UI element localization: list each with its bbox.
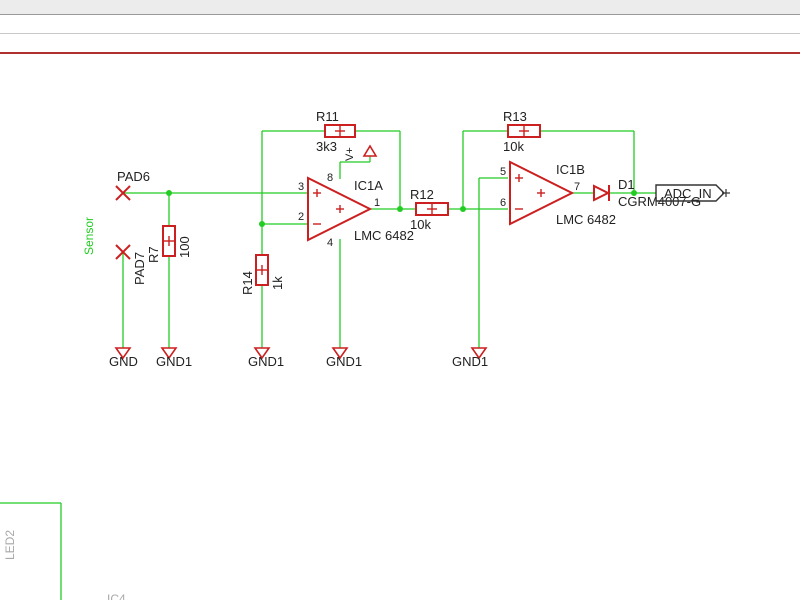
r14-value: 1k <box>270 276 285 290</box>
resistor-r12[interactable] <box>415 202 449 216</box>
ic1a-pin4: 4 <box>327 237 333 249</box>
ground-symbol-ic1a[interactable] <box>331 347 349 360</box>
diode-d1[interactable] <box>593 184 611 202</box>
resistor-r14[interactable] <box>255 254 269 286</box>
wires <box>0 130 656 600</box>
ground-symbol-gnd[interactable] <box>114 347 132 360</box>
pad7-label: PAD7 <box>132 252 147 285</box>
gnd1-label-ic1a: GND1 <box>326 354 362 369</box>
ic1a-name: IC1A <box>354 178 383 193</box>
led2-partial-label: LED2 <box>3 530 17 560</box>
r12-name: R12 <box>410 187 434 202</box>
ic1a-pin1: 1 <box>374 197 380 209</box>
gnd-label-pad7: GND <box>109 354 138 369</box>
r13-name: R13 <box>503 109 527 124</box>
ic1a-pin2: 2 <box>298 211 304 223</box>
resistor-r7[interactable] <box>162 225 176 257</box>
ground-symbol-r14[interactable] <box>253 347 271 360</box>
adc-in-port[interactable] <box>655 184 730 202</box>
ic1a-pin8: 8 <box>327 172 333 184</box>
r13-value: 10k <box>503 139 524 154</box>
junctions <box>166 190 637 227</box>
ground-symbol-ic1b[interactable] <box>470 347 488 360</box>
toolbar-separator <box>0 33 800 34</box>
sheet-frame-border <box>0 52 800 54</box>
gnd1-label-ic1b: GND1 <box>452 354 488 369</box>
resistor-r13[interactable] <box>507 124 541 138</box>
resistor-r11[interactable] <box>324 124 356 138</box>
pad6-symbol[interactable] <box>115 185 131 201</box>
ic1b-part: LMC 6482 <box>556 212 616 227</box>
ic1b-name: IC1B <box>556 162 585 177</box>
r7-name: R7 <box>146 246 161 263</box>
pad6-label: PAD6 <box>117 169 150 184</box>
sensor-label: Sensor <box>82 217 96 255</box>
r11-name: R11 <box>316 109 339 124</box>
ic1b-pin7: 7 <box>574 181 580 193</box>
vplus-supply-symbol[interactable] <box>362 144 378 157</box>
ic1b-pin5: 5 <box>500 166 506 178</box>
opamp-ic1b[interactable] <box>509 160 575 226</box>
gnd1-label-r14: GND1 <box>248 354 284 369</box>
toolbar-strip <box>0 0 800 15</box>
adc-in-label: ADC_IN <box>664 186 712 201</box>
pad7-symbol[interactable] <box>115 244 131 260</box>
ic1a-part: LMC 6482 <box>354 228 414 243</box>
ic1a-pin3: 3 <box>298 181 304 193</box>
ground-symbol-r7[interactable] <box>160 347 178 360</box>
ic1b-pin6: 6 <box>500 197 506 209</box>
r7-value: 100 <box>177 236 192 258</box>
r14-name: R14 <box>240 271 255 295</box>
ic4-partial-label: IC4 <box>107 592 126 600</box>
r12-value: 10k <box>410 217 431 232</box>
opamp-ic1a[interactable] <box>307 176 373 242</box>
gnd1-label-r7: GND1 <box>156 354 192 369</box>
d1-name: D1 <box>618 177 635 192</box>
vplus-label: V+ <box>344 147 356 161</box>
r11-value: 3k3 <box>316 139 337 154</box>
